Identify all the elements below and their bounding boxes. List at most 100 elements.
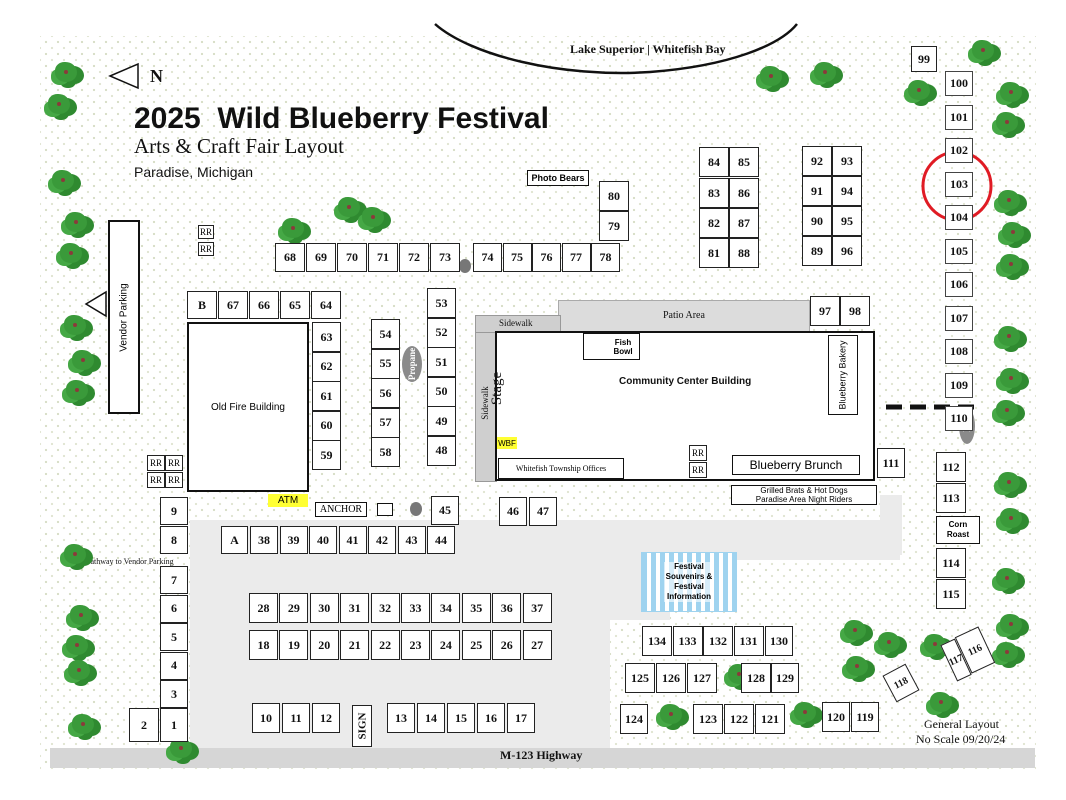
township-offices-label: Whitefish Township Offices (515, 464, 607, 473)
restroom-label: RR (149, 458, 162, 468)
booth: 66 (249, 291, 279, 319)
booth: 125 (625, 663, 655, 693)
sidewalk-side-label: Sidewalk (479, 386, 490, 420)
grilled-brats-booth: Grilled Brats & Hot Dogs Paradise Area N… (731, 485, 877, 505)
restroom: RR (198, 225, 214, 239)
booth: 73 (430, 243, 460, 272)
restroom-label: RR (199, 244, 212, 254)
fish-bowl-label: Fish Bowl (613, 337, 633, 356)
booth: 110 (945, 406, 973, 431)
tree-icon (60, 243, 82, 263)
booth: 131 (733, 626, 764, 656)
tree-icon (48, 94, 70, 114)
booth: 106 (945, 272, 973, 297)
booth: 8 (160, 526, 188, 554)
booth: 134 (642, 626, 672, 656)
booth: 15 (447, 703, 475, 733)
booth: 82 (699, 208, 729, 238)
booth: 35 (461, 593, 491, 623)
booth: 9 (160, 497, 188, 525)
restroom: RR (165, 472, 183, 488)
tree-icon (998, 190, 1020, 210)
booth: 55 (371, 348, 400, 379)
tree-icon (1002, 222, 1024, 242)
booth: 77 (561, 243, 591, 272)
booth: 36 (492, 593, 522, 623)
booth: 3 (160, 680, 188, 708)
lake-shoreline (434, 23, 798, 75)
booth: 133 (672, 626, 703, 656)
tree-icon (1000, 368, 1022, 388)
festival-souvenirs-label: Festival Souvenirs & Festival Informatio… (664, 562, 714, 602)
booth: 126 (656, 663, 686, 693)
vendor-parking-label: Vendor Parking (118, 282, 130, 352)
booth: 48 (427, 435, 456, 466)
tree-icon (70, 605, 92, 625)
booth: 10 (252, 703, 280, 733)
restroom: RR (689, 445, 707, 461)
booth: 34 (431, 593, 461, 623)
booth: 97 (810, 296, 840, 326)
booth: 91 (802, 176, 832, 206)
booth: 74 (473, 243, 502, 272)
tree-icon (996, 568, 1018, 588)
vendor-parking: Vendor Parking (108, 220, 140, 414)
booth: 130 (765, 626, 793, 656)
booth: 5 (160, 623, 188, 651)
tree-icon (972, 40, 994, 60)
booth: 30 (309, 593, 339, 623)
tree-icon (55, 62, 77, 82)
tree-icon (282, 218, 304, 238)
booth: 76 (532, 243, 561, 272)
booth: 127 (687, 663, 717, 693)
north-arrow-icon (108, 62, 139, 90)
booth: 25 (461, 630, 491, 660)
sign-label: SIGN (356, 712, 368, 740)
booth: 16 (477, 703, 505, 733)
restroom-label: RR (691, 448, 704, 458)
restroom: RR (198, 242, 214, 256)
tree-icon (908, 80, 930, 100)
booth: 6 (160, 594, 188, 623)
stage-label: Stage (489, 371, 506, 406)
booth: 108 (945, 339, 973, 364)
page-title: 2025 Wild Blueberry Festival (134, 102, 549, 135)
booth: 45 (431, 496, 459, 525)
tree-icon (1000, 254, 1022, 274)
photo-bears: Photo Bears (527, 170, 589, 186)
booth: 4 (160, 651, 188, 680)
booth: 69 (306, 243, 336, 272)
booth: 56 (371, 378, 400, 408)
restroom: RR (689, 462, 707, 478)
booth: 13 (387, 703, 415, 733)
blueberry-bakery-label: Blueberry Bakery (838, 340, 848, 410)
atm-label: ATM (277, 495, 299, 506)
booth: 128 (741, 663, 771, 693)
booth: 52 (427, 317, 456, 348)
booth: 26 (492, 630, 522, 660)
tree-icon (68, 660, 90, 680)
booth: 122 (724, 704, 754, 734)
booth: 102 (945, 138, 973, 163)
booth: 123 (693, 704, 723, 734)
restroom-label: RR (199, 227, 212, 237)
tree-icon (996, 112, 1018, 132)
anchor-label: ANCHOR (319, 504, 363, 515)
booth: 68 (275, 243, 305, 272)
booth: 81 (699, 238, 729, 268)
booth: 114 (936, 548, 966, 578)
booth: 59 (312, 440, 341, 470)
booth: 18 (249, 630, 278, 660)
booth: 32 (370, 593, 400, 623)
page-subtitle: Arts & Craft Fair Layout (134, 134, 344, 158)
tree-icon (996, 400, 1018, 420)
booth: 21 (340, 630, 370, 660)
booth: 62 (312, 351, 341, 382)
booth: 89 (802, 236, 832, 266)
tree-icon (846, 656, 868, 676)
restroom-label: RR (167, 475, 180, 485)
tree-icon (65, 212, 87, 232)
tree-icon (844, 620, 866, 640)
anchor: ANCHOR (315, 502, 367, 517)
